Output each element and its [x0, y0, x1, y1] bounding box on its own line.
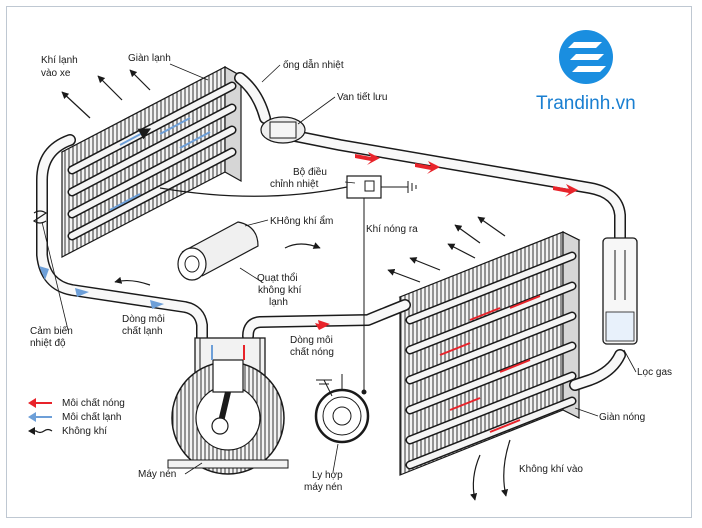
- label-heat-pipe: ống dẫn nhiệt: [283, 58, 344, 71]
- brand-logo-icon: [559, 30, 613, 84]
- red-arrow-icon: [28, 398, 52, 408]
- hot-flow-arrows: [315, 152, 578, 330]
- label-compressor: Máy nén: [138, 469, 176, 480]
- label-blower-3: lạnh: [269, 297, 288, 308]
- wavy-arrow-icon: [28, 427, 53, 435]
- compressor: [167, 337, 289, 475]
- labels: Khí lạnh vào xe Giàn lạnh ống dẫn nhiệt …: [30, 53, 672, 493]
- refrigerant-pipes: [36, 72, 626, 391]
- label-temp-sensor-1: Cảm biến: [30, 325, 73, 337]
- label-cold-air-out-1: Khí lạnh: [41, 55, 78, 66]
- legend: Môi chất nóng Môi chất lạnh Không khí: [28, 397, 125, 437]
- compressor-clutch: [314, 374, 370, 444]
- temperature-sensor-icon: [32, 210, 48, 224]
- label-humid-air: KHông khí ẩm: [270, 215, 333, 227]
- label-hot-flow-1: Dòng môi: [290, 335, 333, 346]
- gas-filter-receiver: [602, 237, 638, 345]
- label-condenser: Giàn nóng: [599, 412, 645, 423]
- blower-fan: [177, 221, 259, 281]
- condenser-coil: [398, 231, 581, 476]
- air-flow-arrows: [61, 69, 511, 501]
- label-clutch-2: máy nén: [304, 482, 342, 493]
- label-cold-flow-1: Dòng môi: [122, 314, 165, 325]
- cold-flow-arrows: [39, 266, 164, 309]
- label-expansion-valve: Van tiết lưu: [337, 91, 387, 103]
- label-gas-filter: Lọc gas: [637, 367, 672, 378]
- legend-label-air: Không khí: [62, 426, 107, 437]
- expansion-valve: [260, 116, 306, 144]
- label-hot-air-out: Khí nóng ra: [366, 224, 418, 235]
- label-air-in: Không khí vào: [519, 464, 583, 475]
- evaporator-coil: [60, 65, 243, 258]
- label-hot-flow-2: chất nóng: [290, 346, 334, 358]
- blue-arrow-icon: [28, 412, 52, 422]
- thermostat-box: [159, 175, 417, 392]
- label-cold-air-out-2: vào xe: [41, 68, 71, 79]
- label-thermostat-2: chỉnh nhiệt: [270, 178, 319, 190]
- label-cold-flow-2: chất lạnh: [122, 325, 163, 337]
- label-evaporator: Giàn lạnh: [128, 53, 171, 64]
- label-blower-1: Quạt thổi: [257, 272, 298, 284]
- label-temp-sensor-2: nhiệt độ: [30, 338, 66, 349]
- brand-name: Trandinh.vn: [536, 93, 636, 114]
- label-thermostat-1: Bộ điều: [293, 166, 327, 178]
- legend-label-hot: Môi chất nóng: [62, 397, 125, 409]
- legend-label-cold: Môi chất lạnh: [62, 411, 121, 423]
- label-blower-2: không khí: [258, 285, 302, 296]
- label-clutch-1: Ly hợp: [312, 470, 343, 481]
